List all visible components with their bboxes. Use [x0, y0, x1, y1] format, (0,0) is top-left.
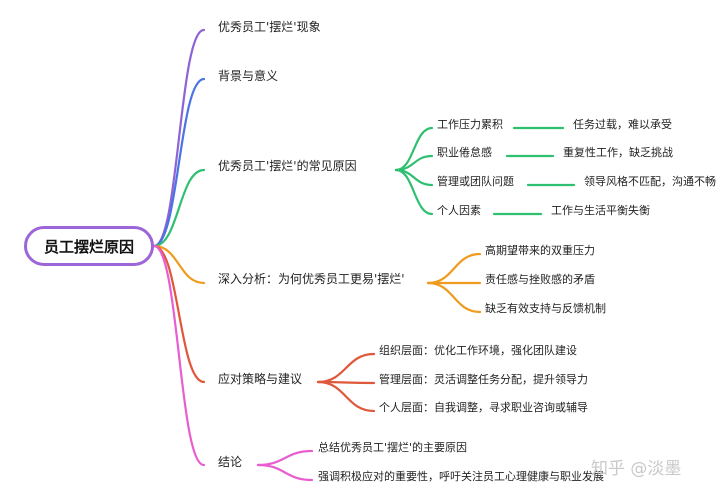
- connector-strategy-2: [316, 380, 376, 413]
- cause-management: 管理或团队问题: [437, 175, 514, 188]
- root-label: 员工摆烂原因: [43, 237, 134, 256]
- connector-strategy-0: [316, 352, 376, 384]
- strategy-management: 管理层面：灵活调整任务分配，提升领导力: [379, 373, 588, 386]
- cause-burnout-detail: 重复性工作，缺乏挑战: [563, 146, 673, 159]
- conclusion-emphasis: 强调积极应对的重要性，呼吁关注员工心理健康与职业发展: [318, 470, 604, 483]
- branch-strategies: 应对策略与建议: [218, 372, 303, 386]
- connector-conclusion-1: [256, 463, 314, 482]
- connector-root-branch-2: [152, 168, 206, 248]
- cause-work-pressure: 工作压力累积: [437, 118, 503, 131]
- branch-deep-analysis: 深入分析：为何优秀员工更易'摆烂': [218, 272, 405, 286]
- connector-root-branch-4: [152, 244, 206, 384]
- connector-root-branch-5: [152, 244, 206, 467]
- branch-common-causes: 优秀员工'摆烂'的常见原因: [218, 159, 357, 173]
- connector-conclusion-0: [256, 449, 314, 467]
- connector-root-branch-1: [152, 77, 206, 248]
- connector-cause-3: [394, 168, 434, 216]
- branch-phenomenon: 优秀员工'摆烂'现象: [218, 20, 321, 34]
- cause-management-detail: 领导风格不匹配，沟通不畅: [584, 175, 716, 188]
- branch-background: 背景与意义: [218, 69, 279, 83]
- branch-conclusion: 结论: [218, 455, 243, 469]
- analysis-responsibility: 责任感与挫败感的矛盾: [485, 273, 595, 286]
- conclusion-summary: 总结优秀员工'摆烂'的主要原因: [318, 441, 468, 454]
- strategy-personal: 个人层面：自我调整，寻求职业咨询或辅导: [379, 401, 588, 414]
- analysis-support: 缺乏有效支持与反馈机制: [485, 302, 606, 315]
- cause-personal-detail: 工作与生活平衡失衡: [551, 204, 650, 217]
- cause-personal: 个人因素: [437, 204, 481, 217]
- connector-root-branch-0: [152, 28, 206, 248]
- root-node: 员工摆烂原因: [24, 226, 154, 266]
- cause-work-pressure-detail: 任务过载，难以承受: [573, 118, 672, 131]
- connector-root-branch-3: [152, 244, 206, 285]
- watermark: 知乎 @淡墨: [591, 459, 682, 479]
- cause-burnout: 职业倦怠感: [437, 146, 492, 159]
- connector-analysis-0: [426, 252, 482, 285]
- connector-analysis-2: [426, 281, 482, 314]
- analysis-expectation: 高期望带来的双重压力: [485, 244, 595, 257]
- strategy-organization: 组织层面：优化工作环境，强化团队建设: [379, 344, 577, 357]
